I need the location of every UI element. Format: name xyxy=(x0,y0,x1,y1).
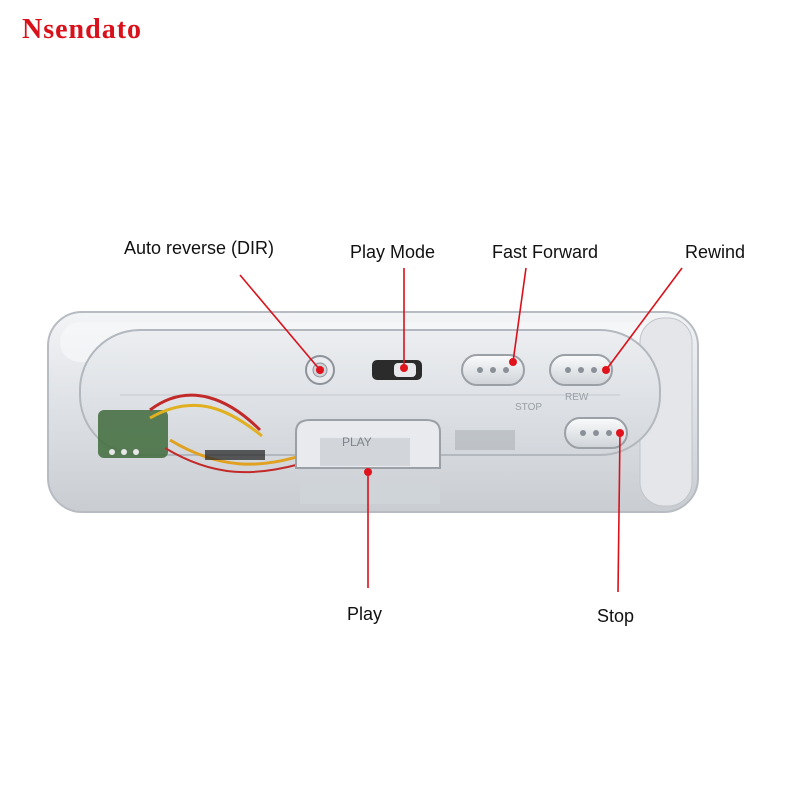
label-auto-reverse: Auto reverse (DIR) xyxy=(124,238,275,258)
label-stop: Stop xyxy=(597,606,635,626)
device-body xyxy=(47,311,699,513)
play-button[interactable]: PLAY xyxy=(295,419,441,469)
callout-lines xyxy=(239,267,683,593)
label-play-mode: Play Mode xyxy=(350,242,436,262)
label-fast-forward: Fast Forward xyxy=(492,242,599,262)
label-rewind: Rewind xyxy=(685,242,746,262)
internal-circuit xyxy=(98,393,515,474)
stop-button[interactable]: STOP xyxy=(515,402,628,449)
fast-forward-button[interactable] xyxy=(461,354,525,386)
rew-emboss: REW xyxy=(565,392,589,403)
play-mode-switch[interactable] xyxy=(372,360,422,380)
stop-emboss: STOP xyxy=(515,402,542,413)
play-emboss: PLAY xyxy=(342,435,372,449)
label-play: Play xyxy=(347,604,383,624)
callout-markers xyxy=(316,358,624,476)
rewind-button[interactable]: REW xyxy=(549,354,613,403)
brand-logo: Nsendato xyxy=(22,14,143,45)
